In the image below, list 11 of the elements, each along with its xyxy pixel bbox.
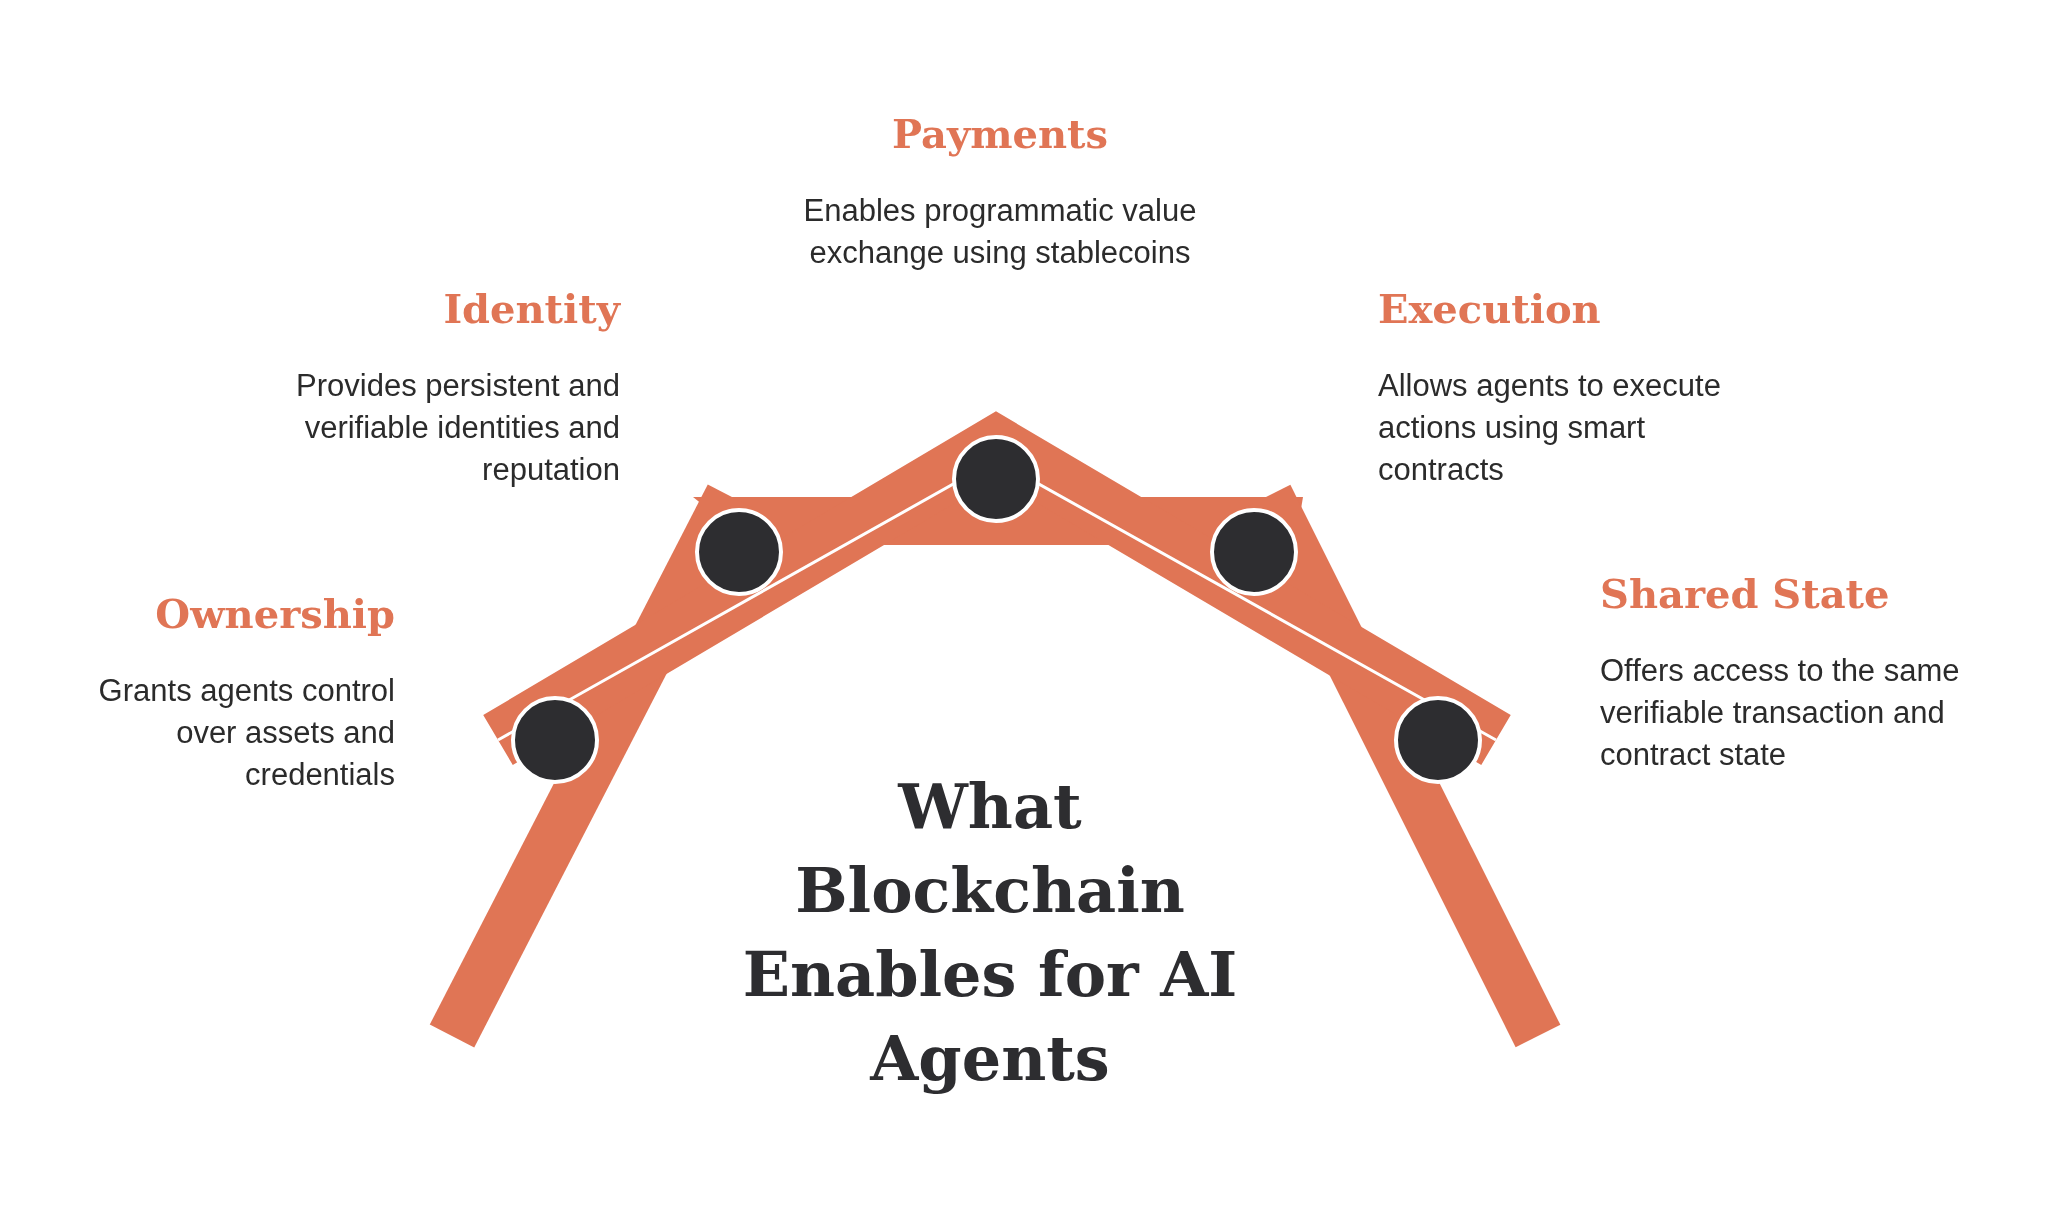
section-heading: Identity xyxy=(442,285,620,333)
section-heading: Execution xyxy=(1378,285,1602,333)
section-heading: Ownership xyxy=(154,590,395,638)
description-text: Grants agents control over assets and credentials xyxy=(97,672,395,794)
description-text: Enables programmatic value exchange using stablecoins xyxy=(802,192,1198,272)
description-text: Offers access to the same verifiable transaction and contract state xyxy=(1600,652,1961,774)
section-heading: Shared State xyxy=(1600,570,1891,618)
section-heading: Payments xyxy=(891,110,1109,158)
description-text: Provides persistent and verifiable identities and reputation xyxy=(295,367,620,489)
diagram-title: What Blockchain Enables for AI Agents xyxy=(741,769,1239,1097)
description-text: Allows agents to execute actions using smart contracts xyxy=(1378,367,1722,489)
